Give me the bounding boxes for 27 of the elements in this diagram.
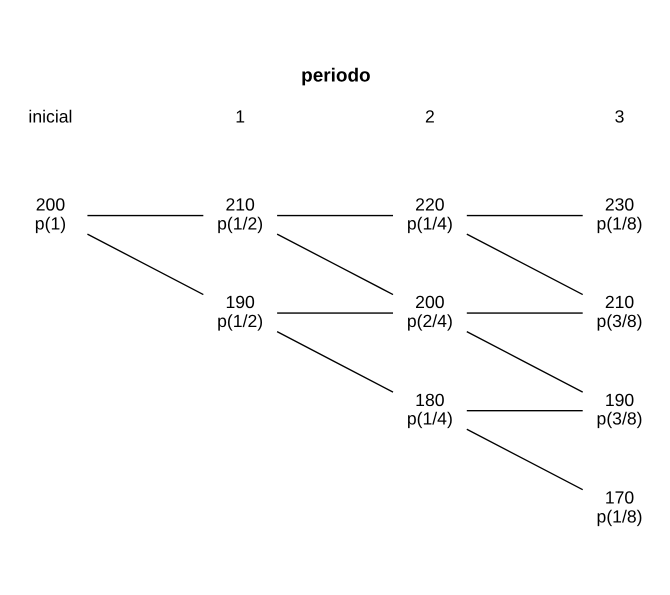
node-text: 180 p(1/4) [406, 390, 453, 429]
node-text: 230 p(1/8) [596, 194, 643, 234]
connector [277, 214, 394, 216]
node-text: 210 p(3/8) [596, 292, 643, 332]
diagram-title: periodo [301, 66, 371, 87]
connector [277, 312, 394, 314]
connector [466, 312, 583, 314]
label: inicial [28, 106, 72, 127]
connector [466, 410, 583, 412]
label: 1 [235, 106, 246, 127]
node-text: 220 p(1/4) [406, 194, 453, 234]
connector [87, 234, 204, 296]
connector [87, 214, 204, 216]
node-text: 210 p(1/2) [217, 194, 264, 234]
connector [466, 428, 584, 490]
node-text: 190 p(3/8) [596, 390, 643, 429]
node-text: 170 p(1/8) [596, 487, 643, 526]
node-text: 200 p(2/4) [406, 292, 453, 332]
connector [466, 331, 584, 393]
node-text: 190 p(1/2) [217, 292, 264, 332]
node-text: 200 p(1) [34, 194, 66, 234]
label: 2 [424, 106, 435, 127]
label: 3 [614, 106, 624, 127]
connector [276, 331, 394, 393]
connector [276, 234, 394, 296]
connector [466, 214, 583, 216]
connector [466, 234, 584, 296]
